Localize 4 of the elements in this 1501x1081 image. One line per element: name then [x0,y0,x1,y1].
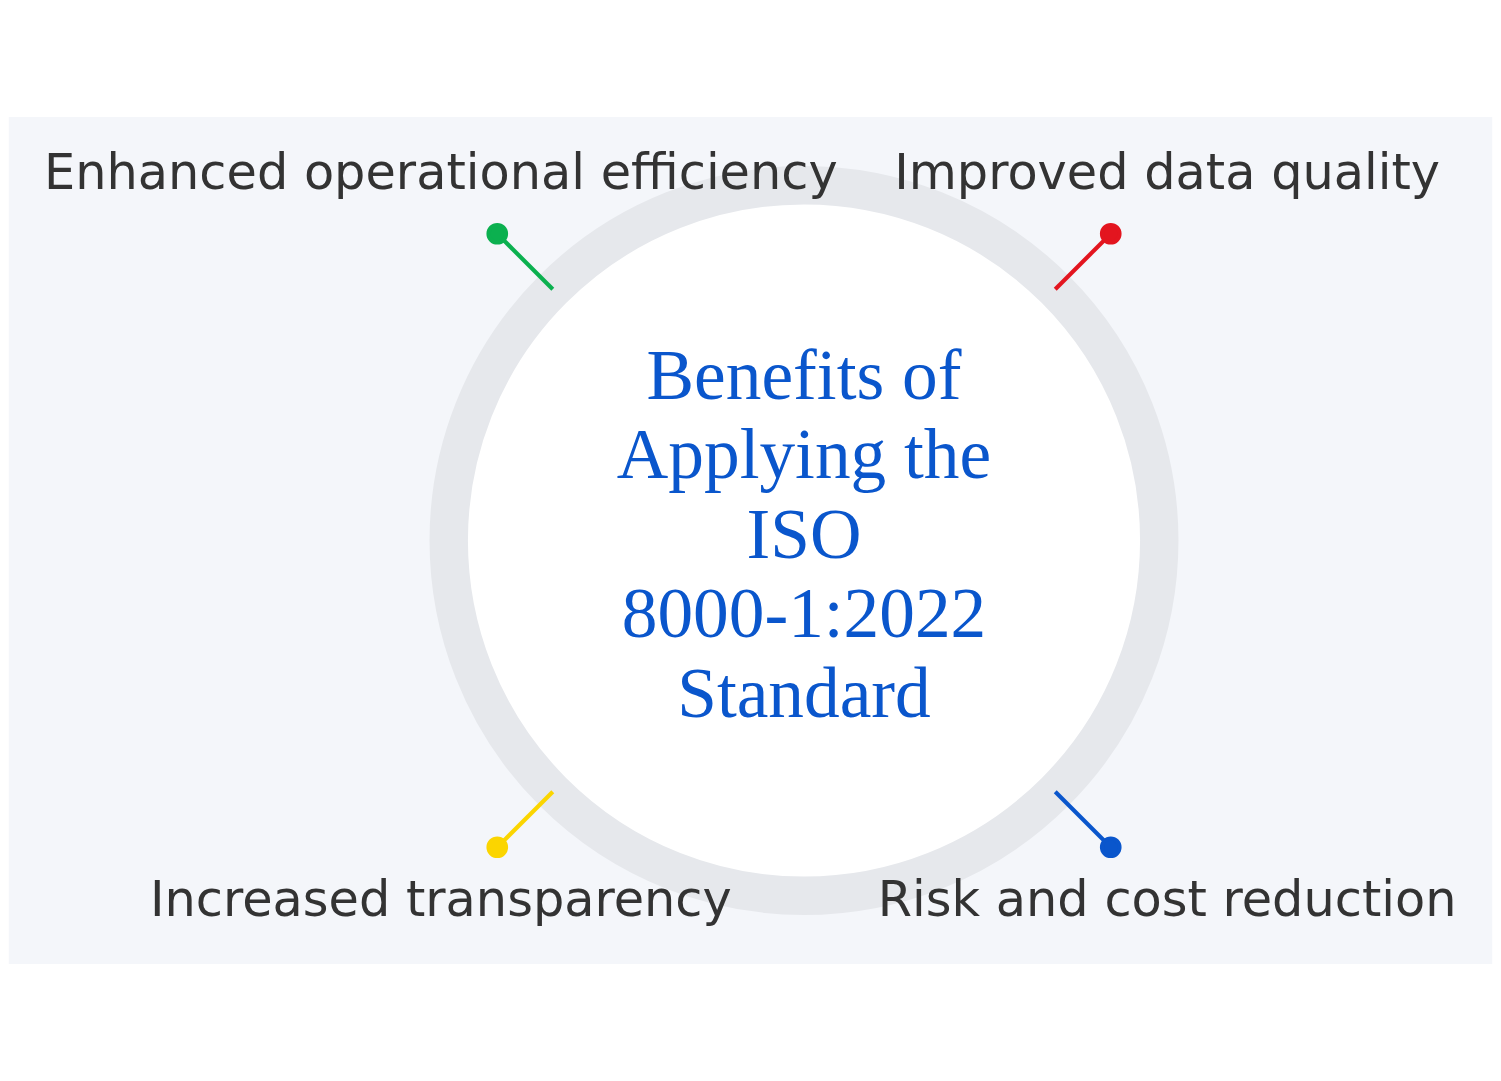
connector [486,790,555,859]
connector [486,222,555,291]
connector [1053,790,1122,859]
connector [1053,222,1122,291]
